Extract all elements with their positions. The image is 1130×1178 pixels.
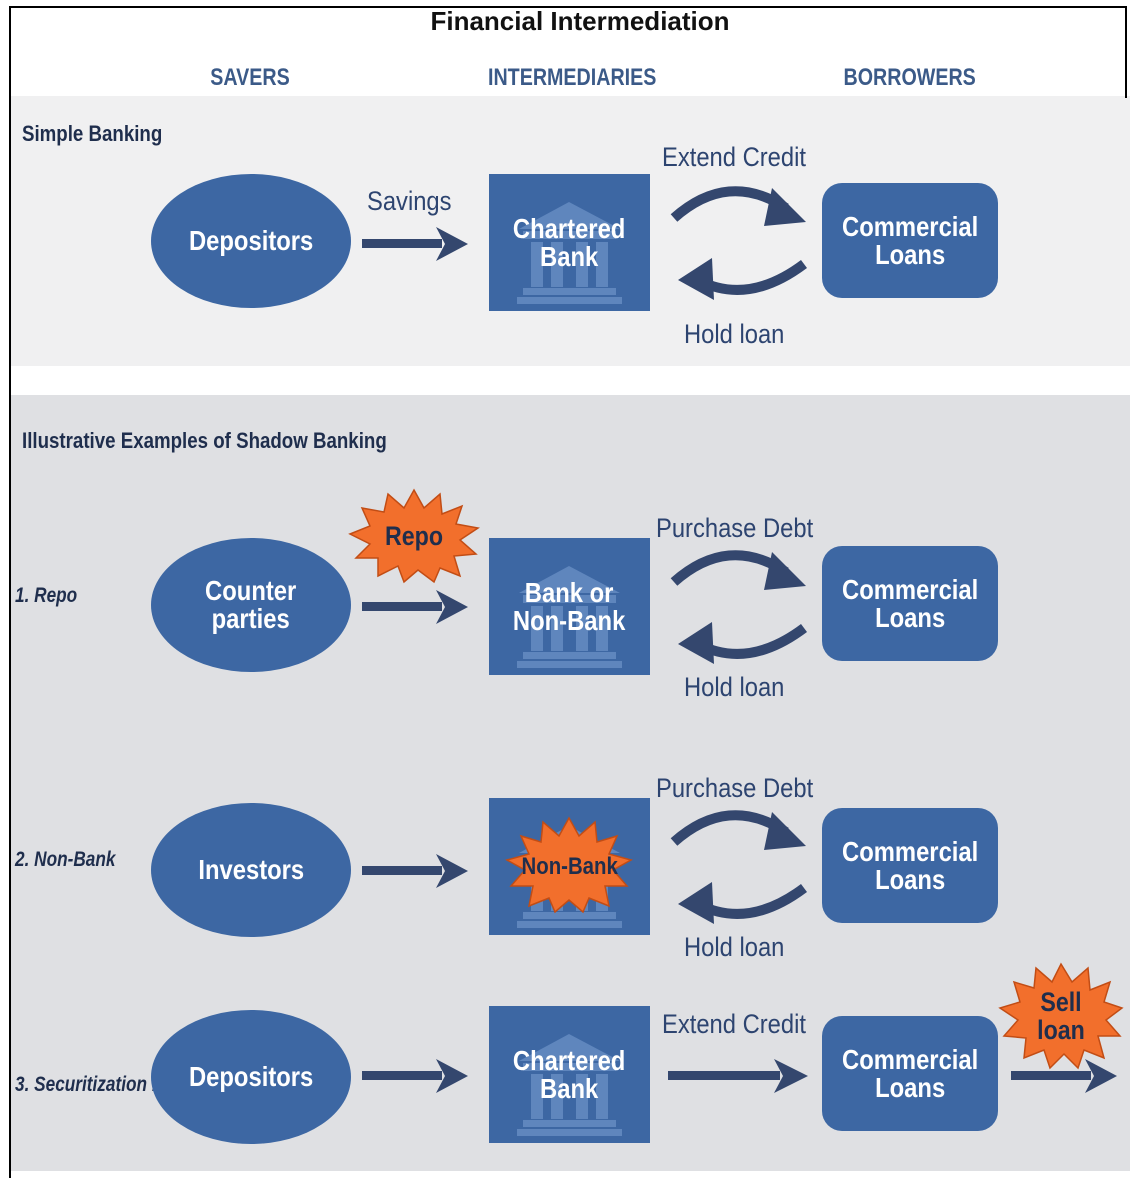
sell-loan-badge-label: Sell loan xyxy=(1037,987,1085,1045)
depositors-funding-arrow xyxy=(362,1059,468,1093)
section-title-simple-banking: Simple Banking xyxy=(22,121,163,146)
extend-credit-arrow xyxy=(668,1059,808,1093)
chartered-bank-label: Chartered Bank xyxy=(513,212,626,272)
repo-cycle-arrows xyxy=(670,550,807,664)
bank-building-icon xyxy=(517,566,622,668)
bank-building-icon xyxy=(517,1034,622,1136)
frame-top-border xyxy=(9,6,1127,8)
chartered-bank-box: Chartered Bank xyxy=(489,174,650,311)
savings-label: Savings xyxy=(367,186,452,216)
commercial-loans-label-repo: Commercial Loans xyxy=(841,573,979,633)
commercial-loans-box-securitization: Commercial Loans xyxy=(822,1016,998,1131)
repo-badge-label: Repo xyxy=(384,521,444,551)
extend-credit-label: Extend Credit xyxy=(662,142,806,172)
commercial-loans-box: Commercial Loans xyxy=(822,183,998,298)
sell-loan-burst-badge xyxy=(998,962,1124,1070)
diagram-title: Financial Intermediation xyxy=(430,6,730,36)
hold-loan-label-nonbank: Hold loan xyxy=(684,932,785,962)
investors-label: Investors xyxy=(198,854,304,885)
column-header-borrowers: BORROWERS xyxy=(843,64,976,91)
extend-credit-label-securitization: Extend Credit xyxy=(662,1009,806,1039)
nonbank-badge-label: Non-Bank xyxy=(521,852,618,880)
commercial-loans-label-nonbank: Commercial Loans xyxy=(841,835,979,895)
section-title-shadow-banking: Illustrative Examples of Shadow Banking xyxy=(22,428,387,453)
bank-building-icon xyxy=(505,816,633,928)
repo-funding-arrow xyxy=(362,590,468,624)
hold-loan-label-repo: Hold loan xyxy=(684,672,785,702)
repo-burst-badge xyxy=(348,488,480,584)
column-header-intermediaries: INTERMEDIARIES xyxy=(488,64,657,91)
purchase-debt-label-repo: Purchase Debt xyxy=(656,513,814,543)
hold-loan-label: Hold loan xyxy=(684,319,785,349)
commercial-loans-box-nonbank: Commercial Loans xyxy=(822,808,998,923)
column-header-savers: SAVERS xyxy=(210,64,290,91)
savings-arrow xyxy=(362,227,468,261)
row-label-nonbank: 2. Non-Bank xyxy=(15,848,116,871)
counterparties-ellipse: Counter parties xyxy=(151,538,351,672)
commercial-loans-label: Commercial Loans xyxy=(841,210,979,270)
row-label-repo: 1. Repo xyxy=(15,584,78,607)
bank-building-icon xyxy=(517,202,622,304)
nonbank-cycle-arrows xyxy=(670,810,807,924)
sell-loan-arrow xyxy=(1011,1059,1117,1093)
depositors-label-securitization: Depositors xyxy=(188,1061,314,1092)
chartered-bank-box-securitization: Chartered Bank xyxy=(489,1006,650,1143)
frame-right-border xyxy=(1125,6,1127,98)
frame-left-border xyxy=(9,6,11,1178)
depositors-ellipse: Depositors xyxy=(151,174,351,308)
commercial-loans-label-securitization: Commercial Loans xyxy=(841,1043,979,1103)
purchase-debt-label-nonbank: Purchase Debt xyxy=(656,773,814,803)
depositors-label: Depositors xyxy=(188,225,314,256)
nonbank-box: Non-Bank xyxy=(489,798,650,935)
depositors-ellipse-securitization: Depositors xyxy=(151,1010,351,1144)
chartered-bank-label-securitization: Chartered Bank xyxy=(513,1044,626,1104)
counterparties-label: Counter parties xyxy=(205,575,297,634)
bank-or-nonbank-label: Bank or Non-Bank xyxy=(513,576,626,636)
commercial-loans-box-repo: Commercial Loans xyxy=(822,546,998,661)
investors-funding-arrow xyxy=(362,854,468,888)
bank-or-nonbank-box: Bank or Non-Bank xyxy=(489,538,650,675)
investors-ellipse: Investors xyxy=(151,803,351,937)
credit-cycle-arrows xyxy=(670,186,807,300)
